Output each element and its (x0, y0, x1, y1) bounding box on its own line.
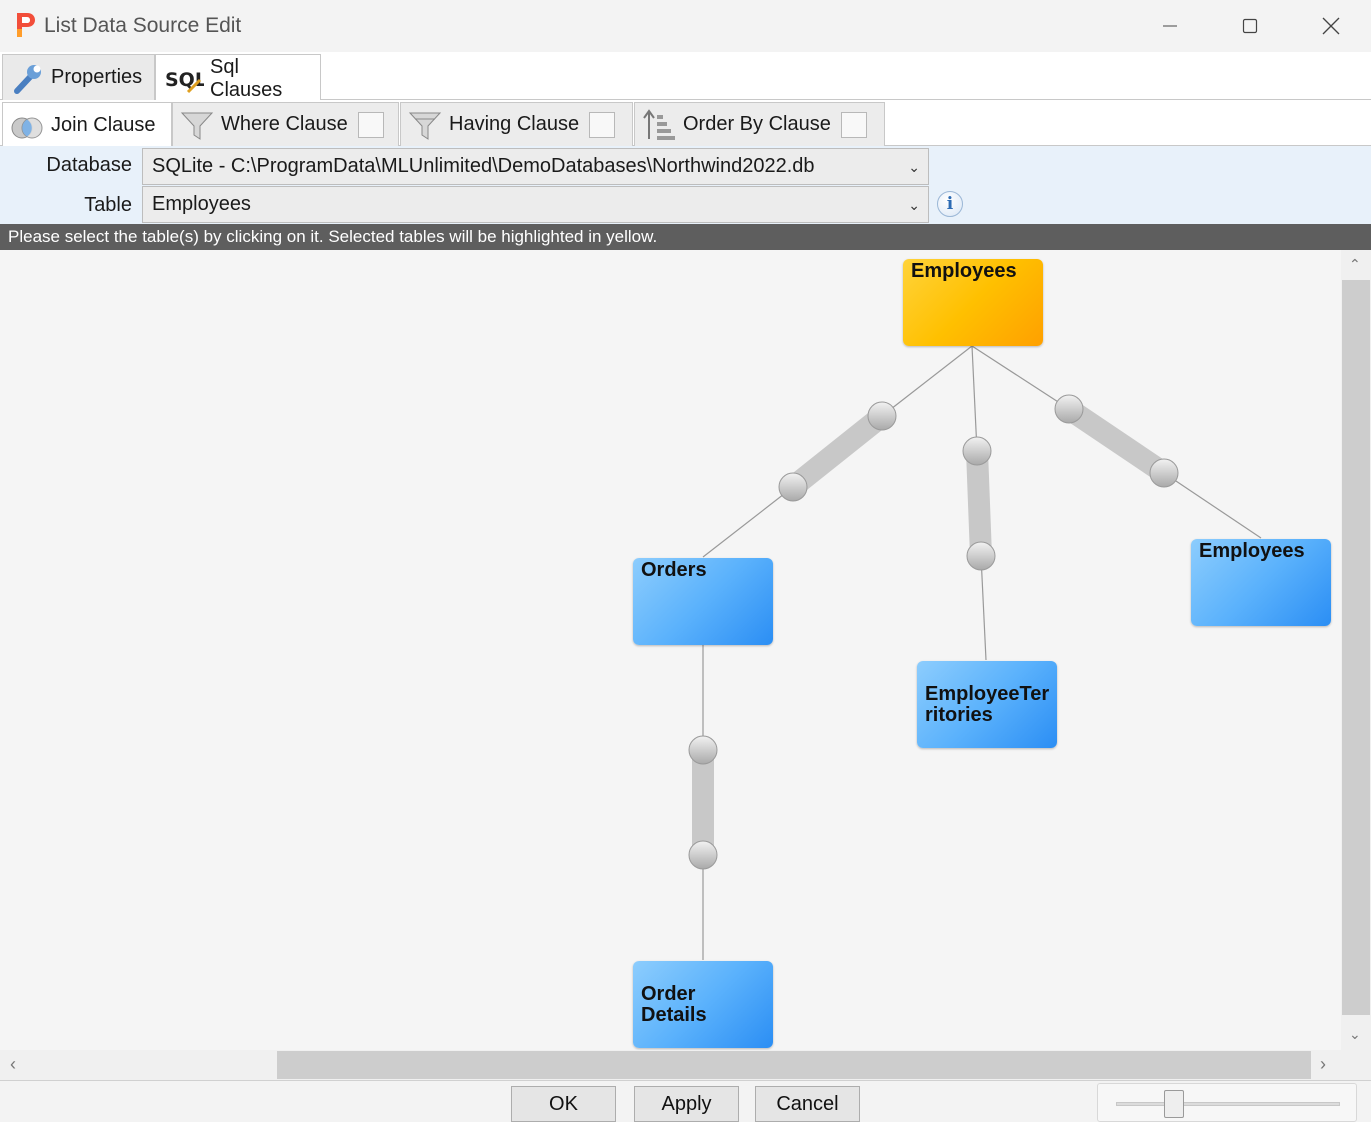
sql-icon: SQL (164, 62, 204, 96)
tab-join-clause-label: Join Clause (51, 114, 156, 136)
join-connectors (688, 345, 1262, 960)
table-node-label: Employees (1199, 540, 1305, 562)
join-connector-employees[interactable] (1054, 394, 1179, 488)
table-node-order-details[interactable]: Order Details (633, 961, 773, 1048)
order-by-clause-checkbox[interactable] (840, 111, 867, 138)
chevron-down-icon: ⌄ (908, 197, 920, 213)
scrollbar-corner (1341, 1050, 1371, 1080)
database-select-value: SQLite - C:\ProgramData\MLUnlimited\Demo… (152, 155, 815, 177)
source-selector-panel: Database SQLite - C:\ProgramData\MLUnlim… (0, 146, 1371, 224)
table-node-label: Employees (911, 260, 1017, 282)
tab-where-clause-label: Where Clause (221, 113, 348, 135)
having-clause-checkbox[interactable] (589, 111, 616, 138)
apply-button[interactable]: Apply (634, 1086, 739, 1122)
join-icon (9, 108, 45, 144)
tab-properties-label: Properties (51, 66, 143, 88)
tab-sql-clauses[interactable]: SQL Sql Clauses (155, 54, 321, 102)
horizontal-scroll-thumb[interactable] (277, 1051, 1311, 1079)
table-node-label: Order Details (641, 983, 707, 1026)
table-node-employees-root[interactable]: Employees (903, 259, 1043, 346)
table-node-employee-territories[interactable]: EmployeeTer ritories (917, 661, 1057, 748)
top-tab-strip: Properties SQL Sql Clauses (0, 52, 1371, 102)
scroll-left-icon[interactable]: ‹ (10, 1054, 16, 1074)
tab-having-clause-label: Having Clause (449, 113, 580, 135)
minimize-icon (1163, 25, 1177, 27)
instruction-bar: Please select the table(s) by clicking o… (0, 224, 1371, 250)
join-connector-employee-territories[interactable] (962, 436, 996, 571)
title-bar: List Data Source Edit (0, 0, 1371, 52)
close-icon (1322, 17, 1340, 35)
tab-join-clause[interactable]: Join Clause (2, 102, 172, 148)
info-icon[interactable]: i (937, 191, 963, 217)
table-node-employees[interactable]: Employees (1191, 539, 1331, 626)
table-select-value: Employees (152, 193, 251, 215)
wrench-icon (11, 61, 45, 95)
table-select[interactable]: Employees ⌄ (142, 186, 929, 223)
vertical-scrollbar[interactable]: ⌃ ⌄ (1341, 250, 1371, 1050)
zoom-slider-track (1116, 1102, 1340, 1106)
scroll-up-icon[interactable]: ⌃ (1349, 256, 1361, 272)
tab-order-by-clause-label: Order By Clause (683, 113, 831, 135)
where-clause-checkbox[interactable] (357, 111, 384, 138)
vertical-scroll-thumb[interactable] (1342, 280, 1370, 1015)
maximize-icon (1242, 18, 1258, 34)
tab-order-by-clause[interactable]: Order By Clause (634, 102, 885, 146)
scroll-down-icon[interactable]: ⌄ (1349, 1026, 1361, 1042)
close-button[interactable] (1291, 0, 1371, 52)
join-diagram-canvas[interactable]: Employees Orders EmployeeTer ritories Em… (0, 250, 1341, 1050)
table-node-orders[interactable]: Orders (633, 558, 773, 645)
chevron-down-icon: ⌄ (908, 159, 920, 175)
zoom-slider[interactable] (1097, 1083, 1357, 1122)
ok-button[interactable]: OK (511, 1086, 616, 1122)
table-label: Table (84, 194, 132, 216)
table-node-label: Orders (641, 559, 707, 581)
database-label: Database (46, 154, 132, 176)
tab-having-clause[interactable]: Having Clause (400, 102, 633, 146)
sort-icon (641, 107, 677, 143)
database-select[interactable]: SQLite - C:\ProgramData\MLUnlimited\Demo… (142, 148, 929, 185)
zoom-slider-handle[interactable] (1164, 1090, 1184, 1118)
tab-where-clause[interactable]: Where Clause (172, 102, 399, 146)
minimize-button[interactable] (1130, 0, 1210, 52)
app-logo-icon (17, 13, 35, 37)
tab-sql-clauses-label: Sql Clauses (210, 55, 283, 101)
clause-tab-strip: Join Clause Where Clause Having Clause (0, 100, 1371, 148)
filter-icon (179, 107, 215, 143)
join-connector-orders[interactable] (778, 401, 897, 502)
window-title: List Data Source Edit (44, 14, 242, 37)
horizontal-scrollbar[interactable]: ‹ › (0, 1050, 1341, 1080)
join-connector-order-details[interactable] (688, 735, 718, 870)
info-icon-text: i (946, 194, 954, 214)
scroll-right-icon[interactable]: › (1320, 1054, 1326, 1074)
tab-properties[interactable]: Properties (2, 54, 155, 100)
table-node-label: EmployeeTer ritories (925, 683, 1050, 726)
filter-group-icon (407, 107, 443, 143)
cancel-button[interactable]: Cancel (755, 1086, 860, 1122)
maximize-button[interactable] (1210, 0, 1290, 52)
